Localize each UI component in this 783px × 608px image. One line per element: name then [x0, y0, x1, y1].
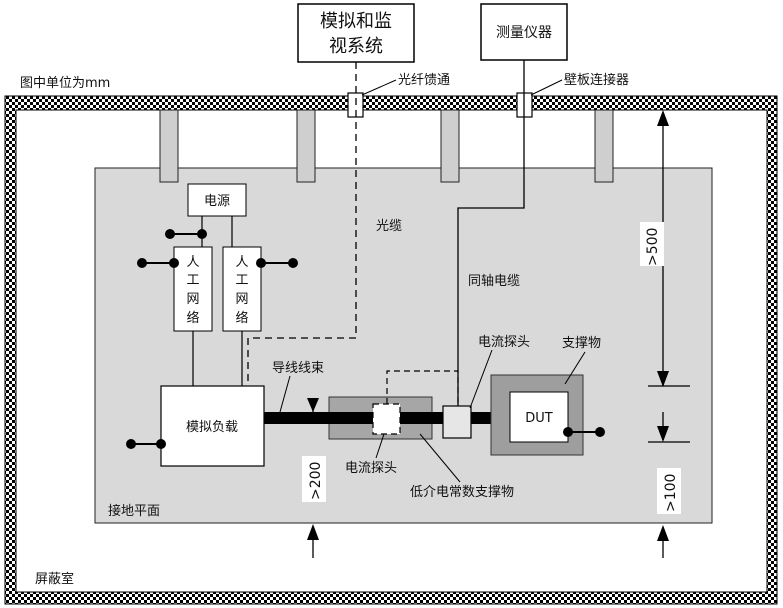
current-probe-bottom-leader	[375, 433, 385, 459]
terminal-dot	[288, 258, 298, 268]
terminal-dot	[197, 229, 207, 239]
ground-strap	[594, 109, 614, 183]
dim-500-label: >500	[645, 228, 661, 266]
lisn-b	[222, 246, 262, 332]
bulkhead-connector-leader	[530, 79, 563, 96]
dimension-200: >200	[302, 398, 326, 558]
terminal-dot	[595, 427, 605, 437]
power-supply	[187, 183, 247, 217]
fiber-feedthrough-label: 光纤馈通	[398, 73, 450, 88]
optical-cable	[247, 62, 357, 386]
support-leader	[419, 433, 461, 483]
terminal-dot	[137, 258, 147, 268]
ground-strap	[440, 109, 460, 183]
lisn-a-char: 络	[186, 310, 199, 326]
monitor-system-box	[297, 3, 415, 63]
power-supply-label: 电源	[204, 194, 230, 209]
coax-cable-label: 同轴电缆	[468, 273, 520, 289]
current-probe-top-leader	[469, 349, 493, 409]
dim-100-label: >100	[663, 474, 679, 512]
current-probe-bottom	[372, 403, 401, 435]
simulated-load-label: 模拟负载	[186, 420, 238, 435]
instrument-box	[480, 3, 568, 61]
dimension-100: >100	[648, 412, 690, 558]
instrument-label: 测量仪器	[496, 25, 552, 41]
simulated-load	[160, 385, 265, 467]
terminal-dot	[169, 258, 179, 268]
support-label: 支撑物	[562, 336, 601, 351]
fiber-feedthrough-leader	[361, 79, 397, 96]
terminal-dot	[156, 439, 166, 449]
terminal-dot	[126, 439, 136, 449]
ground-straps	[159, 109, 614, 183]
ground-strap	[296, 109, 316, 183]
units-note: 图中单位为mm	[20, 76, 110, 91]
lisn-b-char: 络	[235, 310, 248, 326]
coax-cable	[457, 60, 525, 406]
ground-plane	[94, 167, 713, 524]
optical-cable-label: 光缆	[376, 218, 402, 234]
terminal-dot	[256, 258, 266, 268]
bulkhead-connector-label: 壁板连接器	[564, 72, 629, 88]
dut-label: DUT	[525, 411, 553, 426]
low-dielectric-support-label: 低介电常数支撑物	[410, 485, 514, 500]
lisn-b-char: 工	[235, 273, 248, 288]
support-label-leader	[564, 351, 586, 385]
ground-strap	[159, 109, 179, 183]
current-probe-top	[442, 405, 472, 439]
monitor-system-label-1: 模拟和监	[320, 11, 392, 32]
harness-label: 导线线束	[272, 361, 324, 376]
lisn-a	[173, 246, 213, 332]
probe-dashed-link	[386, 370, 459, 406]
lisn-a-char: 网	[186, 292, 199, 307]
current-probe-bottom-label: 电流探头	[345, 461, 397, 476]
current-probe-top-label: 电流探头	[478, 335, 530, 350]
ground-plane-label: 接地平面	[108, 503, 160, 519]
lisn-b-char: 人	[235, 255, 248, 270]
monitor-system-label-2: 视系统	[329, 36, 383, 57]
lisn-a-char: 工	[186, 273, 199, 288]
lisn-b-char: 网	[235, 292, 248, 307]
shielded-room-label: 屏蔽室	[35, 571, 74, 587]
terminal-dot	[563, 427, 573, 437]
terminal-dot	[165, 229, 175, 239]
dut	[509, 391, 569, 443]
lisn-a-char: 人	[186, 255, 199, 270]
dim-200-label: >200	[308, 462, 324, 500]
harness-leader	[279, 375, 291, 413]
dimension-500: >500	[640, 110, 690, 387]
